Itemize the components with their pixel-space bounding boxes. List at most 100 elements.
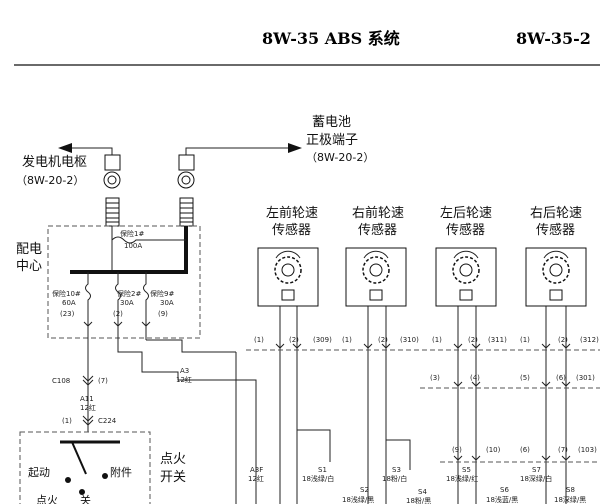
c108-connector-icon [82,375,94,386]
wire-fuse2-a3 [117,340,257,504]
generator-post-icon [105,197,120,227]
sensor-lr-rotation-icon [453,250,479,259]
sensor-rr-tab-icon [549,289,563,301]
pdc-out-connector-icon [83,321,151,327]
fuse2-pin: (2) [113,310,123,318]
battery-label-2: 正极端子 [306,133,358,148]
sensor-lr-label-2: 传感器 [446,222,485,238]
c224-connector-icon [82,415,94,426]
wire-s4: S4 [418,488,427,496]
sensor-rf-pin-b: (2) [378,336,388,344]
a3-wire: 12红 [176,375,192,384]
wire-s6: S6 [500,486,509,494]
sensor-rr-rotation-icon [543,250,569,259]
sensor-lf-tab-icon [281,289,295,301]
battery-arrow-icon [288,143,302,153]
ignition-acc-label: 附件 [110,465,132,479]
fuse2-name: 保险2# [117,289,141,298]
sensor-rf-conn: (310) [400,336,419,344]
battery-ring-hole-icon [181,175,191,185]
wire-crossover-2 [386,439,411,470]
low-pin-10: (10) [486,446,501,454]
wire-s7: S7 [532,466,541,474]
wire-s3-color: 18粉/白 [382,474,407,483]
wire-s7-color: 18深绿/白 [520,474,552,483]
wire-s2: S2 [360,486,369,494]
sensor-rr-label-1: 右后轮速 [530,206,582,221]
sensor-lr-tab-icon [459,289,473,301]
ignition-lever [71,441,87,475]
ignition-start-label: 起动 [28,466,50,479]
sensor-left-front: 左前轮速 传感器 (1) (2) (309) [254,205,332,504]
lower-connector-icon [453,455,571,461]
wire-s4-color: 18粉/黑 [406,496,431,504]
fuse1-amp: 100A [124,242,142,250]
rear-pin-6: (6) [556,374,566,382]
a3f-label: A3F [250,466,263,474]
generator-arrow-icon [58,143,72,153]
generator-label: 发电机电枢 [22,154,87,170]
sensor-right-front: 右前轮速 传感器 (1) (2) (310) [342,205,419,504]
battery-ref: （8W-20-2） [306,151,374,164]
ignition-on-label: 关 [80,493,91,504]
page-title: 8W-35 ABS 系统 [262,29,400,48]
low-pin-6: (6) [520,446,530,454]
ignition-contact-start-icon [65,477,71,483]
sensor-rr-pin-a: (1) [520,336,530,344]
sensor-rf-connector-icon [363,343,391,349]
sensor-lf-pin-a: (1) [254,336,264,344]
sensor-lf-label-2: 传感器 [272,222,311,238]
rear-pin-4: (4) [470,374,480,382]
wire-s5-color: 18浅绿/红 [446,474,478,483]
pdc-label-1: 配电 [16,242,42,257]
fuse1-name: 保险1# [120,229,144,238]
sensor-right-rear: 右后轮速 传感器 (1) (2) (312) [520,206,599,504]
ignition-contact-run-icon [79,489,85,495]
fuse10-symbol [85,272,91,340]
battery-post-icon [179,197,194,227]
sensor-lf-hub-icon [281,263,295,277]
sensor-rf-label-2: 传感器 [358,222,397,238]
power-distribution-center-box [47,225,201,339]
battery-label-1: 蓄电池 [312,115,351,130]
fuse9-symbol [143,272,149,340]
sensor-lr-label-1: 左后轮速 [440,206,492,221]
a3-label: A3 [180,367,189,375]
fuse2-symbol [115,272,121,340]
wire-s2-color: 18浅绿/黑 [342,495,374,504]
wire-s8: S8 [566,486,575,494]
battery-lead [185,147,290,160]
wire-s5: S5 [462,466,471,474]
sensor-rf-pin-a: (1) [342,336,352,344]
rear-pin-5: (5) [520,374,530,382]
c224-label: C224 [98,417,117,425]
rear-conn-301: (301) [576,374,595,382]
sensor-rf-label-1: 右前轮速 [352,205,404,221]
sensor-lr-pin-b: (2) [468,336,478,344]
sensor-lf-rotation-icon [275,250,301,259]
sensor-lr-hub-icon [459,263,473,277]
low-pin-9: (9) [452,446,462,454]
low-pin-7: (7) [558,446,568,454]
sensor-rr-connector-icon [541,343,571,349]
wire-s8-color: 18深绿/黑 [554,495,586,504]
fuse2-amp: 30A [120,299,134,307]
wire-s3: S3 [392,466,401,474]
c224-pin: (1) [62,417,72,425]
ignition-off-label: 点火 [36,494,58,504]
fuse9-pin: (9) [158,310,168,318]
ignition-switch-box [19,431,151,504]
fuse9-name: 保险9# [150,289,174,298]
sensor-lr-connector-icon [453,343,481,349]
battery-connector-icon [178,154,195,171]
ignition-label-2: 开关 [160,470,186,485]
fuse10-amp: 60A [62,299,76,307]
sensor-rr-label-2: 传感器 [536,222,575,238]
pdc-label-2: 中心 [16,259,42,274]
sensor-rf-hub-icon [369,263,383,277]
a11-label: A11 [80,395,94,403]
a3f-wire: 12红 [248,474,264,483]
sensor-lf-label-1: 左前轮速 [266,205,318,221]
c108-pin: (7) [98,377,108,385]
